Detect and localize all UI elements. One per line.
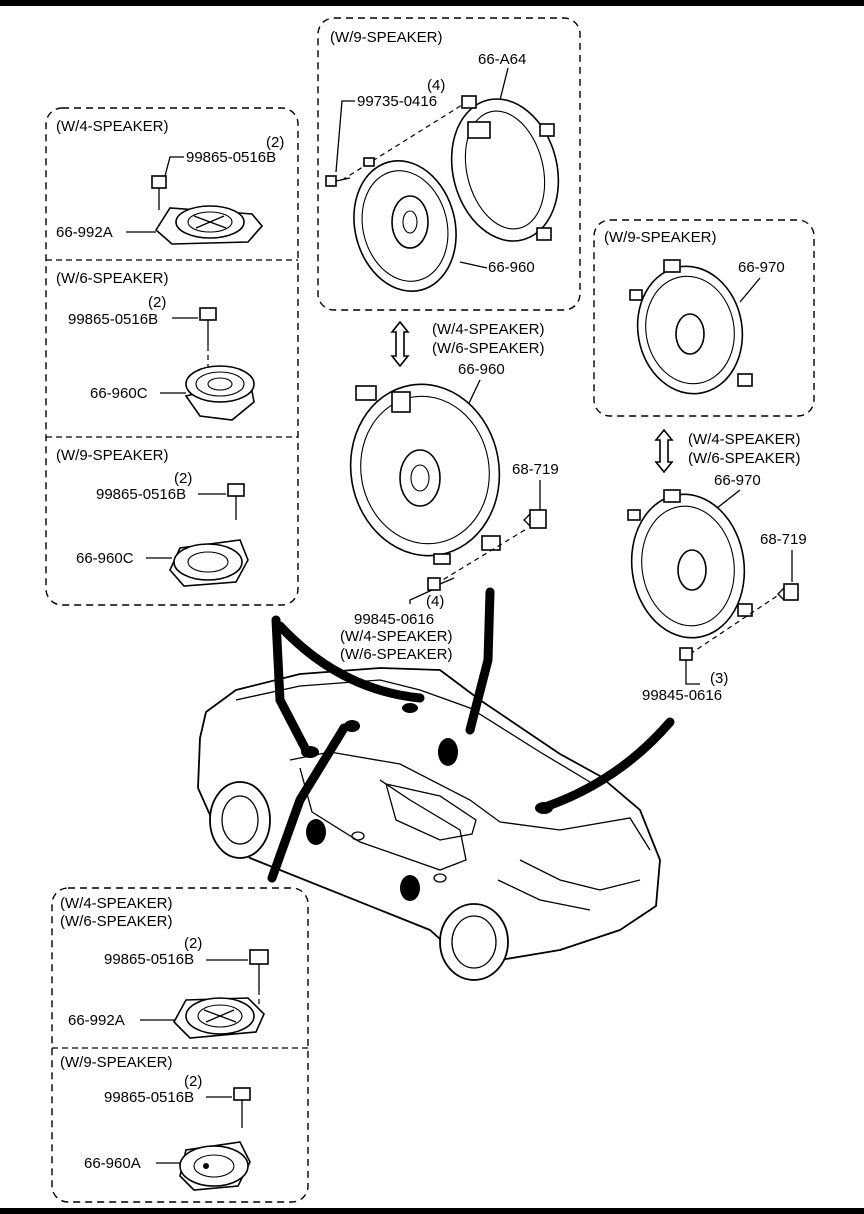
part-number-tweeter[interactable]: 66-992A: [68, 1012, 125, 1029]
part-number-screw[interactable]: 99845-0616: [354, 611, 434, 628]
location-marker: [438, 738, 458, 766]
part-number-screw[interactable]: 99865-0516B: [68, 311, 158, 328]
qty-label: (2): [174, 470, 192, 487]
tweeter-icon: [179, 1141, 251, 1191]
variant-label-a: (W/4-SPEAKER): [688, 431, 801, 448]
variant-label-w9: (W/9-SPEAKER): [60, 1054, 173, 1071]
group-box: [51, 887, 309, 1203]
bottom-border: [0, 1208, 864, 1214]
leader-screw: [335, 100, 355, 173]
part-number-screw[interactable]: 99735-0416: [357, 93, 437, 110]
variant-label-b: (W/6-SPEAKER): [60, 913, 173, 930]
part-number-tweeter[interactable]: 66-960C: [76, 550, 134, 567]
screw-icon: [233, 1087, 251, 1128]
qty-label: (4): [427, 77, 445, 94]
clip-icon: [523, 509, 547, 529]
screw-variant-a: (W/4-SPEAKER): [340, 628, 453, 645]
group-top-center: (W/9-SPEAKER) (4) 99735-0416 66-A64 66-9…: [317, 17, 581, 311]
double-arrow-icon: [390, 320, 410, 368]
qty-label: (3): [710, 670, 728, 687]
speaker-icon: [349, 383, 501, 565]
tweeter-icon: [169, 539, 249, 587]
pointer-line: [267, 723, 349, 883]
part-number-screw[interactable]: 99865-0516B: [96, 486, 186, 503]
rear-wheel: [439, 903, 509, 981]
variant-label-w9: (W/9-SPEAKER): [56, 447, 169, 464]
group-center-front: (W/4-SPEAKER) (W/6-SPEAKER) 66-960 68-71…: [340, 320, 559, 663]
group-box: [317, 17, 581, 311]
qty-label: (2): [266, 134, 284, 151]
group-left: (W/4-SPEAKER) (2) 99865-0516B 66-992A (W…: [45, 107, 299, 606]
leader-speaker: [459, 261, 488, 269]
part-number-screw[interactable]: 99865-0516B: [186, 149, 276, 166]
part-number-tweeter[interactable]: 66-992A: [56, 224, 113, 241]
qty-label: (4): [426, 593, 444, 610]
leader-screw: [164, 156, 184, 177]
variant-label-b: (W/6-SPEAKER): [432, 340, 545, 357]
leader-ring: [499, 67, 509, 101]
screw-icon: [151, 175, 167, 210]
mounting-ring-icon: [450, 95, 560, 242]
group-right-rear: (W/4-SPEAKER) (W/6-SPEAKER) 66-970 68-71…: [627, 428, 807, 704]
group-right: (W/9-SPEAKER) 66-970: [593, 219, 815, 417]
speaker-icon: [629, 259, 753, 395]
screw-variant-b: (W/6-SPEAKER): [340, 646, 453, 663]
screw-icon: [679, 647, 693, 672]
assembly-axis: [341, 99, 471, 181]
clip-icon: [777, 583, 799, 601]
leader-speaker: [739, 277, 761, 303]
part-number-clip[interactable]: 68-719: [760, 531, 807, 548]
pointer-line: [465, 587, 495, 735]
part-number-ring[interactable]: 66-A64: [478, 51, 526, 68]
location-marker: [306, 819, 326, 845]
part-number-screw[interactable]: 99865-0516B: [104, 951, 194, 968]
part-number-tweeter[interactable]: 66-960A: [84, 1155, 141, 1172]
part-number-screw[interactable]: 99845-0616: [642, 687, 722, 704]
part-number-speaker[interactable]: 66-970: [738, 259, 785, 276]
part-number-tweeter[interactable]: 66-960C: [90, 385, 148, 402]
group-box: [45, 107, 299, 606]
variant-label-b: (W/6-SPEAKER): [688, 450, 801, 467]
screw-icon: [427, 577, 455, 591]
speaker-icon: [353, 157, 457, 292]
variant-label-w6: (W/6-SPEAKER): [56, 270, 169, 287]
part-number-speaker[interactable]: 66-960: [458, 361, 505, 378]
qty-label: (2): [148, 294, 166, 311]
assembly-axis: [689, 593, 781, 655]
location-marker: [402, 703, 418, 713]
group-box: [593, 219, 815, 417]
tweeter-icon: [184, 365, 255, 421]
screw-icon: [325, 175, 351, 187]
group-bottom: (W/4-SPEAKER) (W/6-SPEAKER) (2) 99865-05…: [51, 887, 309, 1203]
tweeter-icon: [173, 997, 265, 1039]
part-number-screw[interactable]: 99865-0516B: [104, 1089, 194, 1106]
qty-label: (2): [184, 935, 202, 952]
double-arrow-icon: [654, 428, 674, 474]
part-number-speaker[interactable]: 66-970: [714, 472, 761, 489]
location-marker: [400, 875, 420, 901]
part-number-clip[interactable]: 68-719: [512, 461, 559, 478]
screw-icon: [249, 949, 269, 1004]
qty-label: (2): [184, 1073, 202, 1090]
variant-label-w4: (W/4-SPEAKER): [56, 118, 169, 135]
car-illustration: [197, 587, 675, 981]
screw-icon: [199, 307, 217, 368]
leader-screw: [409, 589, 433, 604]
variant-label: (W/9-SPEAKER): [330, 29, 443, 46]
variant-label-a: (W/4-SPEAKER): [60, 895, 173, 912]
pointer-line: [271, 615, 311, 755]
leader-screw: [685, 672, 700, 685]
screw-icon: [227, 483, 245, 520]
pointer-line: [543, 717, 675, 811]
pointer-line: [275, 621, 425, 703]
top-border: [0, 0, 864, 6]
tweeter-icon: [154, 205, 264, 245]
variant-label-a: (W/4-SPEAKER): [432, 321, 545, 338]
speaker-icon: [627, 489, 753, 639]
variant-label: (W/9-SPEAKER): [604, 229, 717, 246]
front-wheel: [209, 781, 271, 859]
part-number-speaker[interactable]: 66-960: [488, 259, 535, 276]
